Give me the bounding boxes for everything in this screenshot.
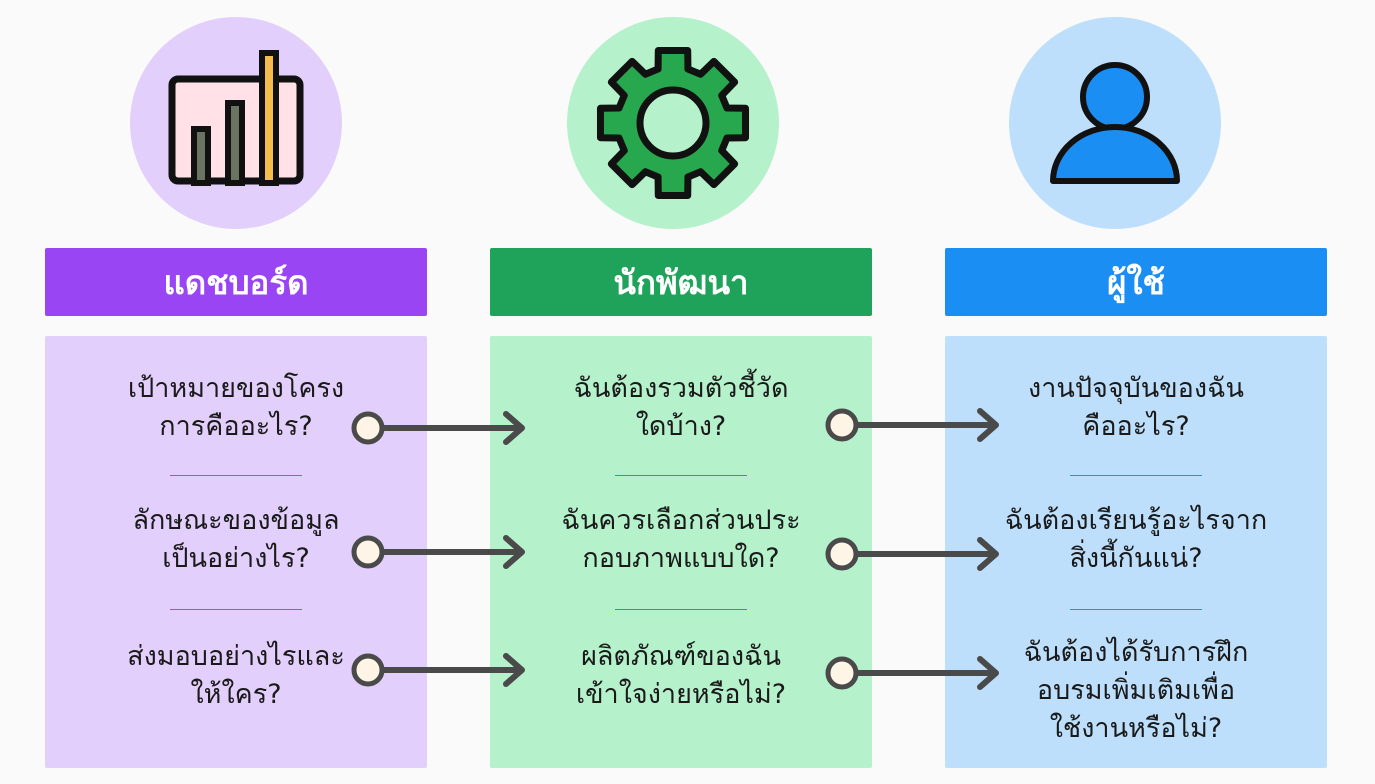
user-question-1: งานปัจจุบันของฉัน คืออะไร?: [1028, 373, 1244, 442]
dashboard-header: แดชบอร์ด: [45, 248, 427, 316]
dashboard-panel: เป้าหมายของโครง การคืออะไร? ลักษณะของข้อ…: [45, 336, 427, 768]
bar-chart-icon: [168, 50, 304, 186]
developer-header: นักพัฒนา: [490, 248, 872, 316]
user-divider-1: [1070, 475, 1202, 476]
user-question-3: ฉันต้องได้รับการฝึก อบรมเพิ่มเติมเพื่อ ใ…: [1023, 637, 1249, 744]
developer-panel: ฉันต้องรวมตัวชี้วัด ใดบ้าง? ฉันควรเลือกส…: [490, 336, 872, 768]
developer-icon-circle: [567, 17, 779, 229]
dashboard-icon-circle: [130, 17, 342, 229]
dashboard-question-3: ส่งมอบอย่างไรและ ให้ใคร?: [127, 641, 345, 710]
developer-question-1: ฉันต้องรวมตัวชี้วัด ใดบ้าง?: [573, 373, 789, 442]
developer-divider-2: [615, 609, 747, 610]
dashboard-question-1: เป้าหมายของโครง การคืออะไร?: [127, 373, 345, 442]
developer-divider-1: [615, 475, 747, 476]
developer-question-3: ผลิตภัณฑ์ของฉัน เข้าใจง่ายหรือไม่?: [575, 641, 787, 710]
user-icon-circle: [1009, 17, 1221, 229]
dashboard-divider-1: [170, 475, 302, 476]
dashboard-question-2: ลักษณะของข้อมูล เป็นอย่างไร?: [132, 505, 340, 574]
user-panel: งานปัจจุบันของฉัน คืออะไร? ฉันต้องเรียนร…: [945, 336, 1327, 768]
user-divider-2: [1070, 609, 1202, 610]
user-icon: [1050, 62, 1180, 184]
developer-question-2: ฉันควรเลือกส่วนประ กอบภาพแบบใด?: [561, 505, 801, 574]
gear-icon: [596, 46, 750, 200]
user-question-2: ฉันต้องเรียนรู้อะไรจาก สิ่งนี้กันแน่?: [1004, 505, 1268, 574]
dashboard-divider-2: [170, 609, 302, 610]
user-header: ผู้ใช้: [945, 248, 1327, 316]
